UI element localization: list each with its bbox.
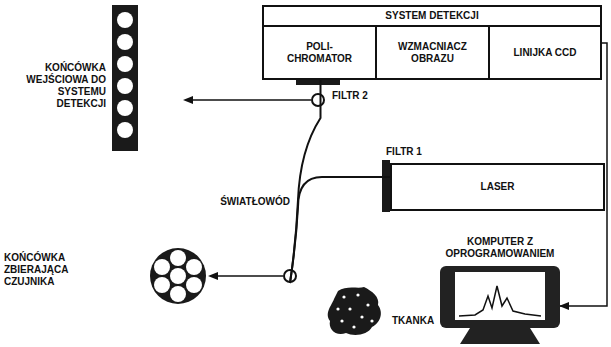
system-box: SYSTEM DETEKCJI POLI- CHROMATOR WZMACNIACZ…: [262, 5, 602, 80]
sensor-bundle: [150, 248, 206, 304]
node-text: TKANKA: [392, 315, 434, 327]
fiber-ends: [117, 12, 133, 138]
optical-fiber: [290, 78, 321, 283]
arrow-head: [208, 272, 218, 280]
leader-line: [190, 99, 311, 101]
fiber-label: ŚWIATŁOWÓD: [212, 196, 290, 208]
tissue-blob: [280, 283, 390, 343]
computer: KOMPUTER Z OPROGRAMOWANIEM: [425, 236, 575, 346]
component-box: LINIJKA CCD: [490, 27, 600, 78]
monitor-symbol: [425, 266, 575, 346]
filter-label: FILTR 1: [386, 146, 422, 158]
laser-box: LASER: [390, 163, 605, 211]
part-label: KOŃCÓWKA WEJŚCIOWA DO SYSTEMU DETEKCJI: [12, 62, 106, 110]
node-text: POLI- CHROMATOR: [285, 41, 355, 65]
leader-line: [215, 275, 283, 277]
optical-fiber: [290, 177, 390, 283]
node-text: LASER: [481, 181, 515, 193]
tissue: TKANKA: [280, 283, 440, 343]
node-text: LINIJKA CCD: [514, 47, 577, 59]
component-box: POLI- CHROMATOR: [264, 27, 377, 78]
node-text: SYSTEM DETEKCJI: [264, 7, 600, 27]
part-label: KOŃCÓWKA ZBIERAJĄCA CZUJNIKA: [4, 252, 114, 288]
node-text: WZMACNIACZ OBRAZU: [393, 41, 473, 65]
filter-1: [382, 160, 390, 212]
node-text: KOMPUTER Z OPROGRAMOWANIEM: [435, 236, 565, 260]
arrow-head: [183, 96, 193, 104]
fiber-strip: [112, 5, 138, 151]
filter-label: FILTR 2: [332, 90, 368, 102]
component-box: WZMACNIACZ OBRAZU: [377, 27, 490, 78]
bundle-fibers: [154, 250, 202, 302]
fiber-end: [312, 94, 324, 106]
